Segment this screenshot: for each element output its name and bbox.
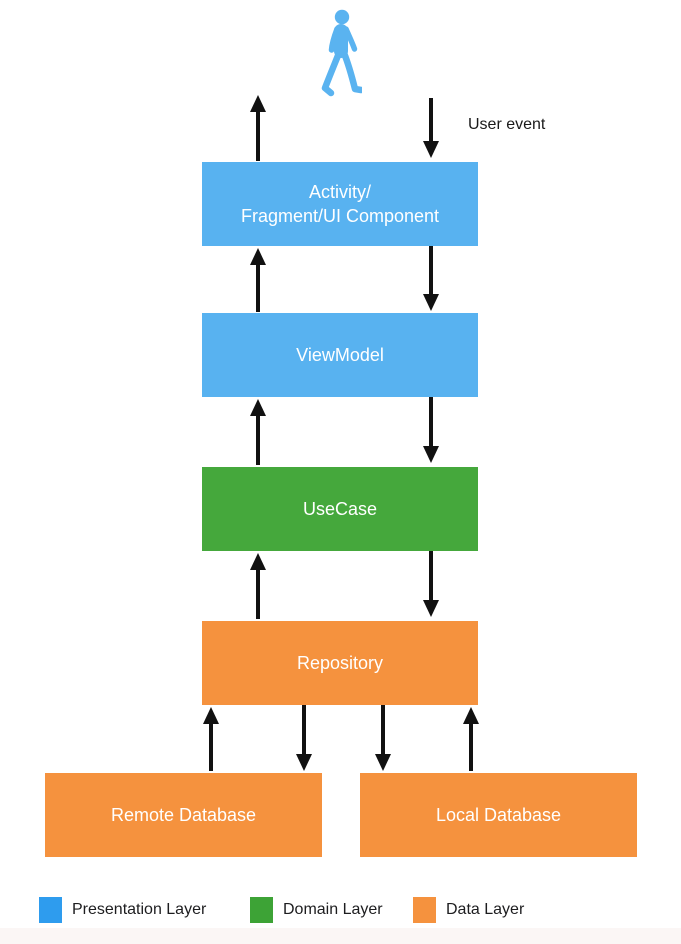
node-repository: Repository <box>202 621 478 705</box>
node-local-database: Local Database <box>360 773 637 857</box>
node-label: UseCase <box>302 498 378 519</box>
arrow-down-repository-to-remotedb <box>296 705 312 771</box>
arrow-up-viewmodel-to-activity <box>250 248 266 312</box>
node-remote-database: Remote Database <box>45 773 322 857</box>
arrow-down-activity-to-viewmodel <box>423 246 439 311</box>
arrow-up-remotedb-to-repository <box>203 707 219 771</box>
user-event-label: User event <box>468 116 546 133</box>
data-layer-swatch <box>413 897 436 923</box>
legend-item-data-layer: Data Layer <box>413 897 524 923</box>
legend-label: Domain Layer <box>283 901 383 918</box>
arrow-up-repository-to-usecase <box>250 553 266 619</box>
legend-item-presentation-layer: Presentation Layer <box>39 897 206 923</box>
node-activity-fragment-ui-component: Activity/ Fragment/UI Component <box>202 162 478 246</box>
node-label: ViewModel <box>296 344 384 365</box>
arrow-up-localdb-to-repository <box>463 707 479 771</box>
arrow-down-viewmodel-to-usecase <box>423 397 439 463</box>
domain-layer-swatch <box>250 897 273 923</box>
person-icon <box>321 9 362 97</box>
node-label: Local Database <box>435 804 562 825</box>
arrow-down-user-to-activity <box>423 98 439 158</box>
node-label: Remote Database <box>110 804 257 825</box>
bottom-edge-strip <box>0 928 681 944</box>
node-label: Repository <box>296 652 384 673</box>
arrow-up-usecase-to-viewmodel <box>250 399 266 465</box>
node-label: Activity/ Fragment/UI Component <box>240 181 440 226</box>
legend-item-domain-layer: Domain Layer <box>250 897 383 923</box>
legend-label: Data Layer <box>446 901 525 918</box>
legend-label: Presentation Layer <box>72 901 207 918</box>
arrow-down-repository-to-localdb <box>375 705 391 771</box>
node-viewmodel: ViewModel <box>202 313 478 397</box>
presentation-layer-swatch <box>39 897 62 923</box>
node-usecase: UseCase <box>202 467 478 551</box>
arrow-up-activity-to-user <box>250 95 266 161</box>
arrow-down-usecase-to-repository <box>423 551 439 617</box>
